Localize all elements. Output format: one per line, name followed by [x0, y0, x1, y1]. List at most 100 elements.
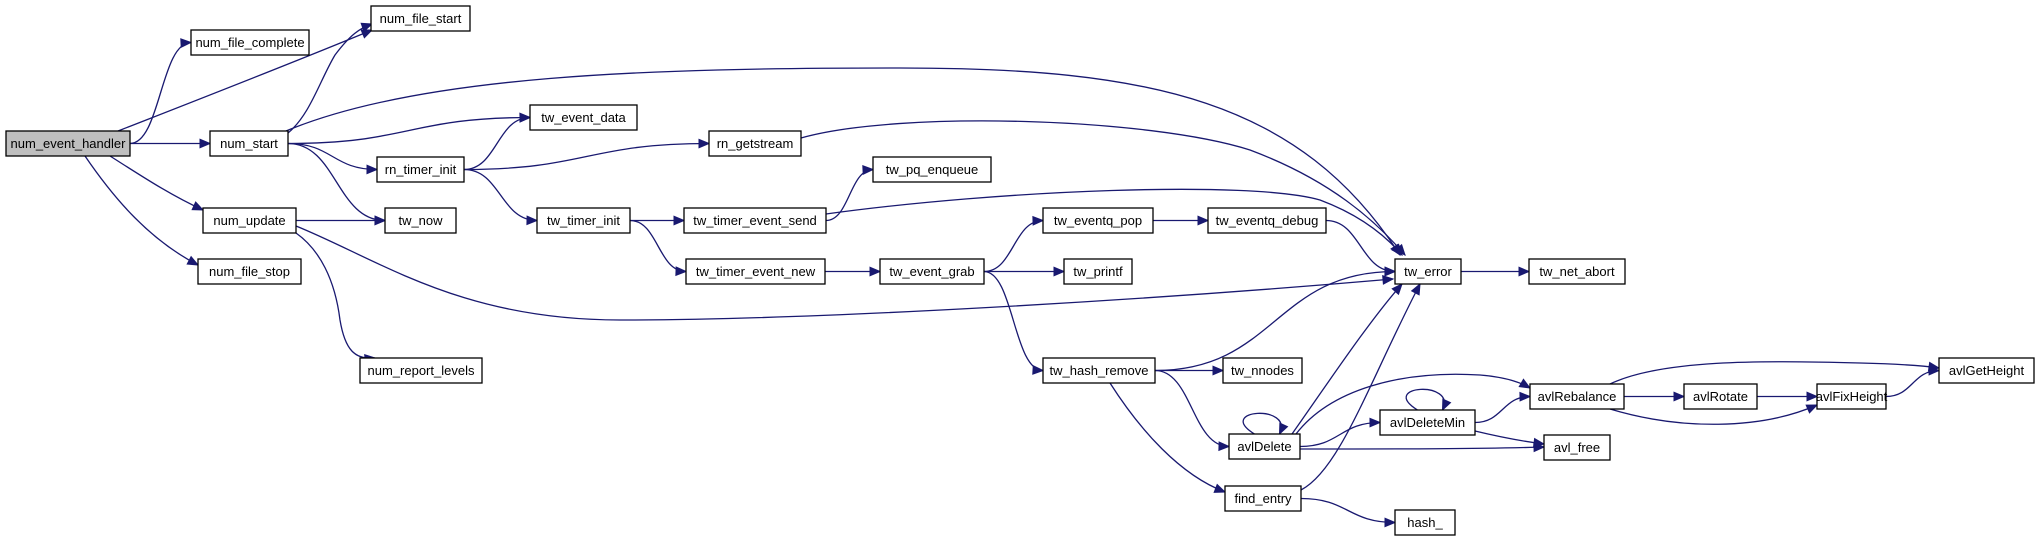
edge-tw_event_grab-to-tw_eventq_pop: [983, 215, 1045, 273]
node-tw-timer-init[interactable]: tw_timer_init: [536, 207, 631, 234]
node-tw-event-grab[interactable]: tw_event_grab: [879, 258, 985, 285]
arrowhead-icon: [1673, 391, 1686, 402]
arrowhead-icon: [673, 215, 686, 226]
node-box: [1042, 207, 1154, 234]
node-tw-timer-event-new[interactable]: tw_timer_event_new: [685, 258, 826, 285]
node-tw-error[interactable]: tw_error: [1394, 258, 1462, 285]
arrowhead-icon: [519, 112, 532, 123]
node-rn-getstream[interactable]: rn_getstream: [708, 130, 802, 157]
node-label: avlFixHeight: [1816, 389, 1888, 404]
node-label: tw_nnodes: [1231, 363, 1294, 378]
node-tw-event-data[interactable]: tw_event_data: [529, 104, 638, 131]
arrowhead-icon: [1391, 283, 1403, 296]
node-box: [1207, 207, 1327, 234]
edge-avlDeleteMin-to-avlRebalance: [1474, 391, 1532, 424]
arrowhead-icon: [1032, 215, 1045, 226]
node-box: [1816, 383, 1887, 410]
edge-tw_hash_remove-to-find_entry: [1109, 382, 1227, 493]
node-box: [202, 207, 297, 234]
node-box: [1222, 357, 1303, 384]
node-num-event-handler[interactable]: num_event_handler: [5, 130, 131, 157]
node-num-file-complete[interactable]: num_file_complete: [190, 29, 310, 56]
edge-rn_timer_init-to-tw_timer_init: [463, 168, 539, 226]
arrowhead-icon: [1382, 274, 1395, 285]
edge-tw_error-to-tw_net_abort: [1460, 266, 1531, 277]
node-hash-[interactable]: hash_: [1394, 509, 1456, 536]
arrowhead-icon: [1218, 441, 1231, 452]
node-label: avl_free: [1554, 440, 1600, 455]
arrowhead-icon: [1278, 422, 1289, 436]
node-box: [5, 130, 131, 157]
node-label: tw_now: [398, 213, 443, 228]
edge-avlDeleteMin-to-avlDeleteMin: [1405, 388, 1452, 412]
node-tw-nnodes[interactable]: tw_nnodes: [1222, 357, 1303, 384]
node-label: tw_hash_remove: [1050, 363, 1149, 378]
edge-num_event_handler-to-num_update: [109, 155, 205, 211]
node-find-entry[interactable]: find_entry: [1224, 485, 1302, 512]
edge-rn_timer_init-to-rn_getstream: [463, 138, 711, 171]
node-tw-pq-enqueue[interactable]: tw_pq_enqueue: [872, 156, 992, 183]
node-tw-printf[interactable]: tw_printf: [1063, 258, 1133, 285]
node-avlDelete[interactable]: avlDelete: [1228, 433, 1301, 460]
node-box: [370, 5, 471, 32]
node-num-file-stop[interactable]: num_file_stop: [197, 258, 302, 285]
node-tw-timer-event-send[interactable]: tw_timer_event_send: [683, 207, 827, 234]
node-tw-eventq-pop[interactable]: tw_eventq_pop: [1042, 207, 1154, 234]
arrowhead-icon: [1212, 365, 1225, 376]
edge-num_event_handler-to-num_file_stop: [84, 155, 200, 266]
node-avlRotate[interactable]: avlRotate: [1683, 383, 1758, 410]
edge-avlRebalance-to-avlFixHeight: [1609, 404, 1819, 425]
arrowhead-icon: [1391, 243, 1403, 256]
arrowhead-icon: [199, 138, 212, 149]
edge-tw_eventq_pop-to-tw_eventq_debug: [1153, 215, 1210, 226]
node-num-file-start[interactable]: num_file_start: [370, 5, 471, 32]
arrowhead-icon: [1197, 215, 1210, 226]
edge-num_start-to-tw_now: [287, 142, 387, 226]
node-avlRebalance[interactable]: avlRebalance: [1529, 383, 1625, 410]
node-label: tw_printf: [1073, 264, 1123, 279]
node-label: avlRebalance: [1538, 389, 1617, 404]
edge-find_entry-to-hash_: [1300, 497, 1397, 528]
node-box: [1528, 258, 1626, 285]
node-box: [1938, 357, 2035, 384]
edge-tw_timer_event_new-to-tw_event_grab: [824, 266, 882, 277]
node-tw-eventq-debug[interactable]: tw_eventq_debug: [1207, 207, 1327, 234]
edge-num_start-to-rn_timer_init: [287, 142, 379, 175]
edge-avlDelete-to-avlDeleteMin: [1299, 417, 1382, 448]
edge-tw_timer_init-to-tw_timer_event_new: [629, 219, 688, 277]
node-label: rn_timer_init: [385, 162, 457, 177]
arrowhead-icon: [1384, 266, 1397, 277]
arrowhead-icon: [180, 38, 193, 49]
arrowhead-icon: [360, 22, 374, 33]
arrowhead-icon: [675, 266, 688, 277]
arrowhead-icon: [374, 215, 387, 226]
node-box: [190, 29, 310, 56]
node-label: tw_timer_event_send: [693, 213, 817, 228]
node-num-start[interactable]: num_start: [209, 130, 289, 157]
edge-tw_timer_event_send-to-tw_pq_enqueue: [825, 165, 875, 222]
node-tw-net-abort[interactable]: tw_net_abort: [1528, 258, 1626, 285]
node-box: [1683, 383, 1758, 410]
node-tw-hash-remove[interactable]: tw_hash_remove: [1042, 357, 1156, 384]
edge-num_event_handler-to-num_file_complete: [129, 38, 193, 145]
node-label: num_start: [220, 136, 278, 151]
node-num-report-levels[interactable]: num_report_levels: [359, 357, 483, 384]
node-rn-timer-init[interactable]: rn_timer_init: [376, 156, 465, 183]
node-box: [1224, 485, 1302, 512]
node-label: tw_error: [1404, 264, 1452, 279]
node-box: [1042, 357, 1156, 384]
node-label: num_event_handler: [11, 136, 127, 151]
node-avlGetHeight[interactable]: avlGetHeight: [1938, 357, 2035, 384]
node-num-update[interactable]: num_update: [202, 207, 297, 234]
edge-find_entry-to-tw_error: [1300, 282, 1421, 491]
node-avlFixHeight[interactable]: avlFixHeight: [1816, 383, 1888, 410]
node-tw-now[interactable]: tw_now: [384, 207, 457, 234]
node-box: [1228, 433, 1301, 460]
node-box: [708, 130, 802, 157]
node-avl-free[interactable]: avl_free: [1543, 434, 1611, 461]
edge-avlRotate-to-avlFixHeight: [1757, 391, 1819, 402]
node-box: [359, 357, 483, 384]
edge-avlDelete-to-avlRebalance: [1295, 373, 1532, 435]
node-avlDeleteMin[interactable]: avlDeleteMin: [1379, 409, 1476, 436]
arrowhead-icon: [1518, 378, 1532, 389]
